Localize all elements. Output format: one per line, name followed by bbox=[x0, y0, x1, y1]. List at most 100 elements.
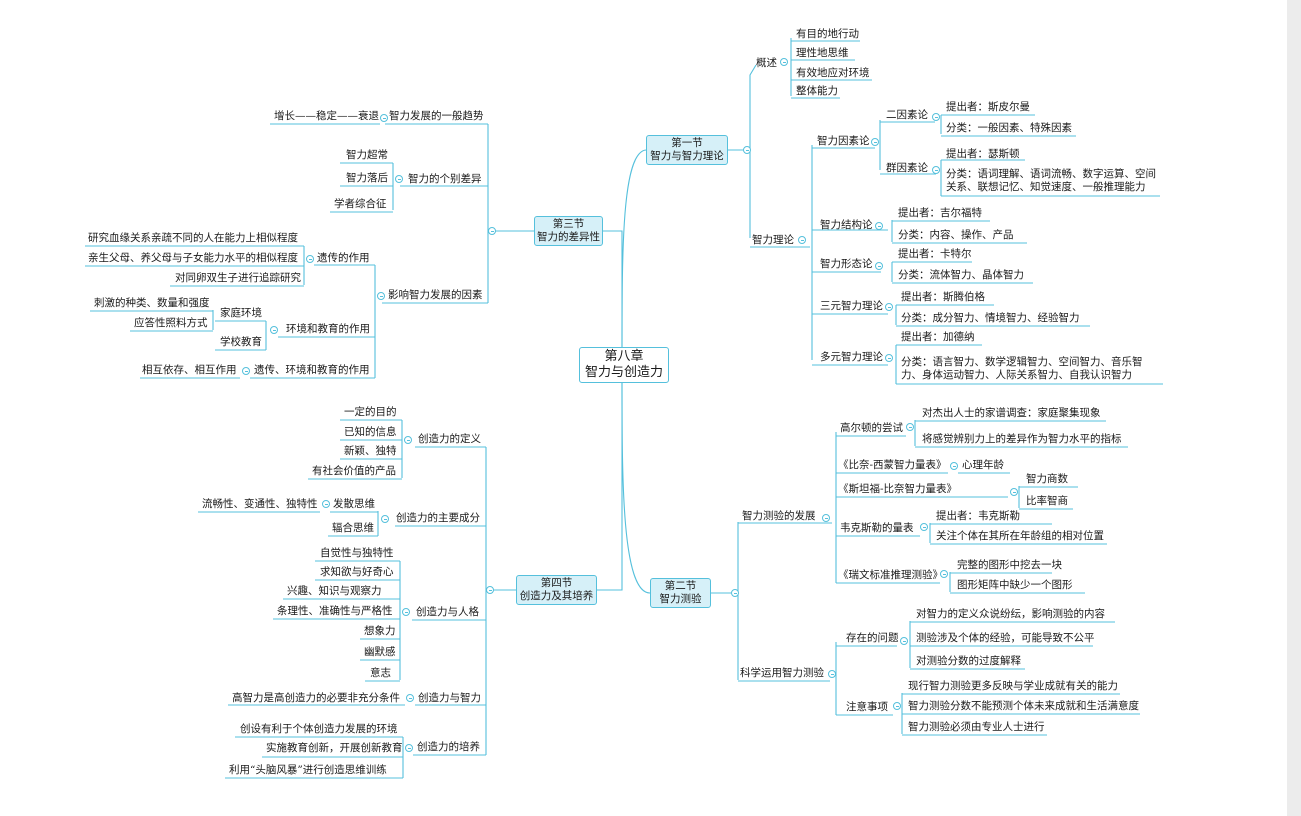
collapse-toggle-icon[interactable] bbox=[871, 138, 879, 146]
s3-indiv-item: 智力落后 bbox=[346, 172, 388, 184]
s4-pers-item: 想象力 bbox=[364, 625, 396, 637]
section-4-node[interactable]: 第四节 创造力及其培养 bbox=[516, 575, 597, 605]
collapse-toggle-icon[interactable] bbox=[828, 670, 836, 678]
collapse-toggle-icon[interactable] bbox=[380, 114, 388, 122]
s1-theory[interactable]: 智力理论 bbox=[752, 234, 794, 246]
s1-structure-proposer: 提出者：吉尔福特 bbox=[898, 207, 982, 219]
vertical-scrollbar[interactable] bbox=[1287, 0, 1301, 816]
s2-notes-item: 智力测验分数不能预测个体未来成就和生活满意度 bbox=[908, 700, 1139, 712]
collapse-toggle-icon[interactable] bbox=[406, 694, 414, 702]
s3-indiv[interactable]: 智力的个别差异 bbox=[408, 173, 482, 185]
s2-dev[interactable]: 智力测验的发展 bbox=[742, 510, 816, 522]
s1-multiple-class: 分类：语言智力、数学逻辑智力、空间智力、音乐智力、身体运动智力、人际关系智力、自… bbox=[901, 356, 1143, 381]
collapse-toggle-icon[interactable] bbox=[377, 292, 385, 300]
collapse-toggle-icon[interactable] bbox=[270, 326, 278, 334]
s2-galton[interactable]: 高尔顿的尝试 bbox=[840, 422, 903, 434]
s1-two-factor-class: 分类：一般因素、特殊因素 bbox=[946, 122, 1072, 134]
s3-trend-item: 增长——稳定——衰退 bbox=[274, 110, 379, 122]
s4-cult[interactable]: 创造力的培养 bbox=[417, 741, 480, 753]
collapse-toggle-icon[interactable] bbox=[920, 523, 928, 531]
s2-stanford[interactable]: 《斯坦福-比奈智力量表》 bbox=[838, 483, 958, 495]
s3-family[interactable]: 家庭环境 bbox=[220, 307, 262, 319]
s1-overview-item: 有效地应对环境 bbox=[796, 67, 870, 79]
section-2-node[interactable]: 第二节 智力测验 bbox=[650, 578, 711, 608]
collapse-toggle-icon[interactable] bbox=[798, 236, 806, 244]
section-1-line2: 智力与智力理论 bbox=[650, 150, 724, 162]
collapse-toggle-icon[interactable] bbox=[1010, 488, 1018, 496]
s1-morph-proposer: 提出者：卡特尔 bbox=[898, 248, 972, 260]
collapse-toggle-icon[interactable] bbox=[906, 423, 914, 431]
section-2-line1: 第二节 bbox=[664, 580, 697, 592]
s4-pers[interactable]: 创造力与人格 bbox=[416, 606, 479, 618]
s2-galton-item: 对杰出人士的家谱调查：家庭聚集现象 bbox=[922, 407, 1101, 419]
collapse-toggle-icon[interactable] bbox=[875, 222, 883, 230]
s2-wechsler-item: 提出者：韦克斯勒 bbox=[936, 510, 1020, 522]
s4-cult-item: 利用“头脑风暴”进行创造思维训练 bbox=[229, 764, 387, 776]
s4-def[interactable]: 创造力的定义 bbox=[418, 433, 481, 445]
s2-problems[interactable]: 存在的问题 bbox=[846, 632, 899, 644]
collapse-toggle-icon[interactable] bbox=[486, 586, 494, 594]
collapse-toggle-icon[interactable] bbox=[885, 303, 893, 311]
collapse-toggle-icon[interactable] bbox=[893, 702, 901, 710]
collapse-toggle-icon[interactable] bbox=[405, 744, 413, 752]
collapse-toggle-icon[interactable] bbox=[488, 227, 496, 235]
s1-group-factor[interactable]: 群因素论 bbox=[886, 162, 928, 174]
s2-use[interactable]: 科学运用智力测验 bbox=[740, 667, 824, 679]
collapse-toggle-icon[interactable] bbox=[395, 175, 403, 183]
collapse-toggle-icon[interactable] bbox=[885, 354, 893, 362]
s2-notes[interactable]: 注意事项 bbox=[846, 701, 888, 713]
s4-divergent[interactable]: 发散思维 bbox=[333, 498, 375, 510]
section-1-node[interactable]: 第一节 智力与智力理论 bbox=[646, 135, 728, 165]
collapse-toggle-icon[interactable] bbox=[822, 514, 830, 522]
collapse-toggle-icon[interactable] bbox=[743, 146, 751, 154]
s3-heredity[interactable]: 遗传的作用 bbox=[317, 252, 370, 264]
s4-def-item: 已知的信息 bbox=[344, 426, 397, 438]
collapse-toggle-icon[interactable] bbox=[404, 436, 412, 444]
root-node[interactable]: 第八章 智力与创造力 bbox=[579, 347, 669, 383]
collapse-toggle-icon[interactable] bbox=[322, 500, 330, 508]
s2-raven[interactable]: 《瑞文标准推理测验》 bbox=[838, 569, 943, 581]
collapse-toggle-icon[interactable] bbox=[900, 637, 908, 645]
collapse-toggle-icon[interactable] bbox=[306, 255, 314, 263]
s1-factor[interactable]: 智力因素论 bbox=[817, 135, 870, 147]
s1-overview[interactable]: 概述 bbox=[756, 57, 777, 69]
section-1-line1: 第一节 bbox=[671, 137, 703, 149]
s4-comp[interactable]: 创造力的主要成分 bbox=[396, 512, 480, 524]
s4-intel[interactable]: 创造力与智力 bbox=[418, 692, 481, 704]
root-line1: 第八章 bbox=[604, 349, 644, 364]
s1-triarchic[interactable]: 三元智力理论 bbox=[820, 300, 883, 312]
s3-factors[interactable]: 影响智力发展的因素 bbox=[388, 289, 483, 301]
s1-structure[interactable]: 智力结构论 bbox=[820, 219, 873, 231]
collapse-toggle-icon[interactable] bbox=[780, 58, 788, 66]
s4-divergent-item: 流畅性、变通性、独特性 bbox=[202, 498, 318, 510]
collapse-toggle-icon[interactable] bbox=[940, 570, 948, 578]
section-3-line1: 第三节 bbox=[552, 218, 585, 230]
collapse-toggle-icon[interactable] bbox=[731, 589, 739, 597]
s2-raven-item: 图形矩阵中缺少一个图形 bbox=[957, 579, 1073, 591]
s2-binet[interactable]: 《比奈-西蒙智力量表》 bbox=[838, 459, 947, 471]
collapse-toggle-icon[interactable] bbox=[402, 608, 410, 616]
s3-indiv-item: 学者综合征 bbox=[334, 198, 387, 210]
s2-wechsler[interactable]: 韦克斯勒的量表 bbox=[840, 522, 914, 534]
s3-env[interactable]: 环境和教育的作用 bbox=[286, 323, 370, 335]
collapse-toggle-icon[interactable] bbox=[381, 515, 389, 523]
s1-multiple[interactable]: 多元智力理论 bbox=[820, 351, 883, 363]
root-line2: 智力与创造力 bbox=[584, 365, 663, 380]
s3-trend[interactable]: 智力发展的一般趋势 bbox=[389, 110, 484, 122]
collapse-toggle-icon[interactable] bbox=[950, 462, 958, 470]
s1-morph-class: 分类：流体智力、晶体智力 bbox=[898, 269, 1024, 281]
s2-stanford-item: 比率智商 bbox=[1026, 495, 1068, 507]
collapse-toggle-icon[interactable] bbox=[932, 166, 940, 174]
collapse-toggle-icon[interactable] bbox=[242, 367, 250, 375]
s2-problems-item: 对智力的定义众说纷纭，影响测验的内容 bbox=[916, 608, 1105, 620]
s1-morph[interactable]: 智力形态论 bbox=[820, 258, 873, 270]
section-4-line1: 第四节 bbox=[540, 577, 573, 589]
s1-overview-item: 整体能力 bbox=[796, 85, 838, 97]
section-3-node[interactable]: 第三节 智力的差异性 bbox=[534, 216, 603, 246]
s4-pers-item: 求知欲与好奇心 bbox=[320, 566, 394, 578]
s3-interact[interactable]: 遗传、环境和教育的作用 bbox=[254, 364, 370, 376]
collapse-toggle-icon[interactable] bbox=[932, 113, 940, 121]
collapse-toggle-icon[interactable] bbox=[875, 262, 883, 270]
s1-two-factor[interactable]: 二因素论 bbox=[886, 109, 928, 121]
